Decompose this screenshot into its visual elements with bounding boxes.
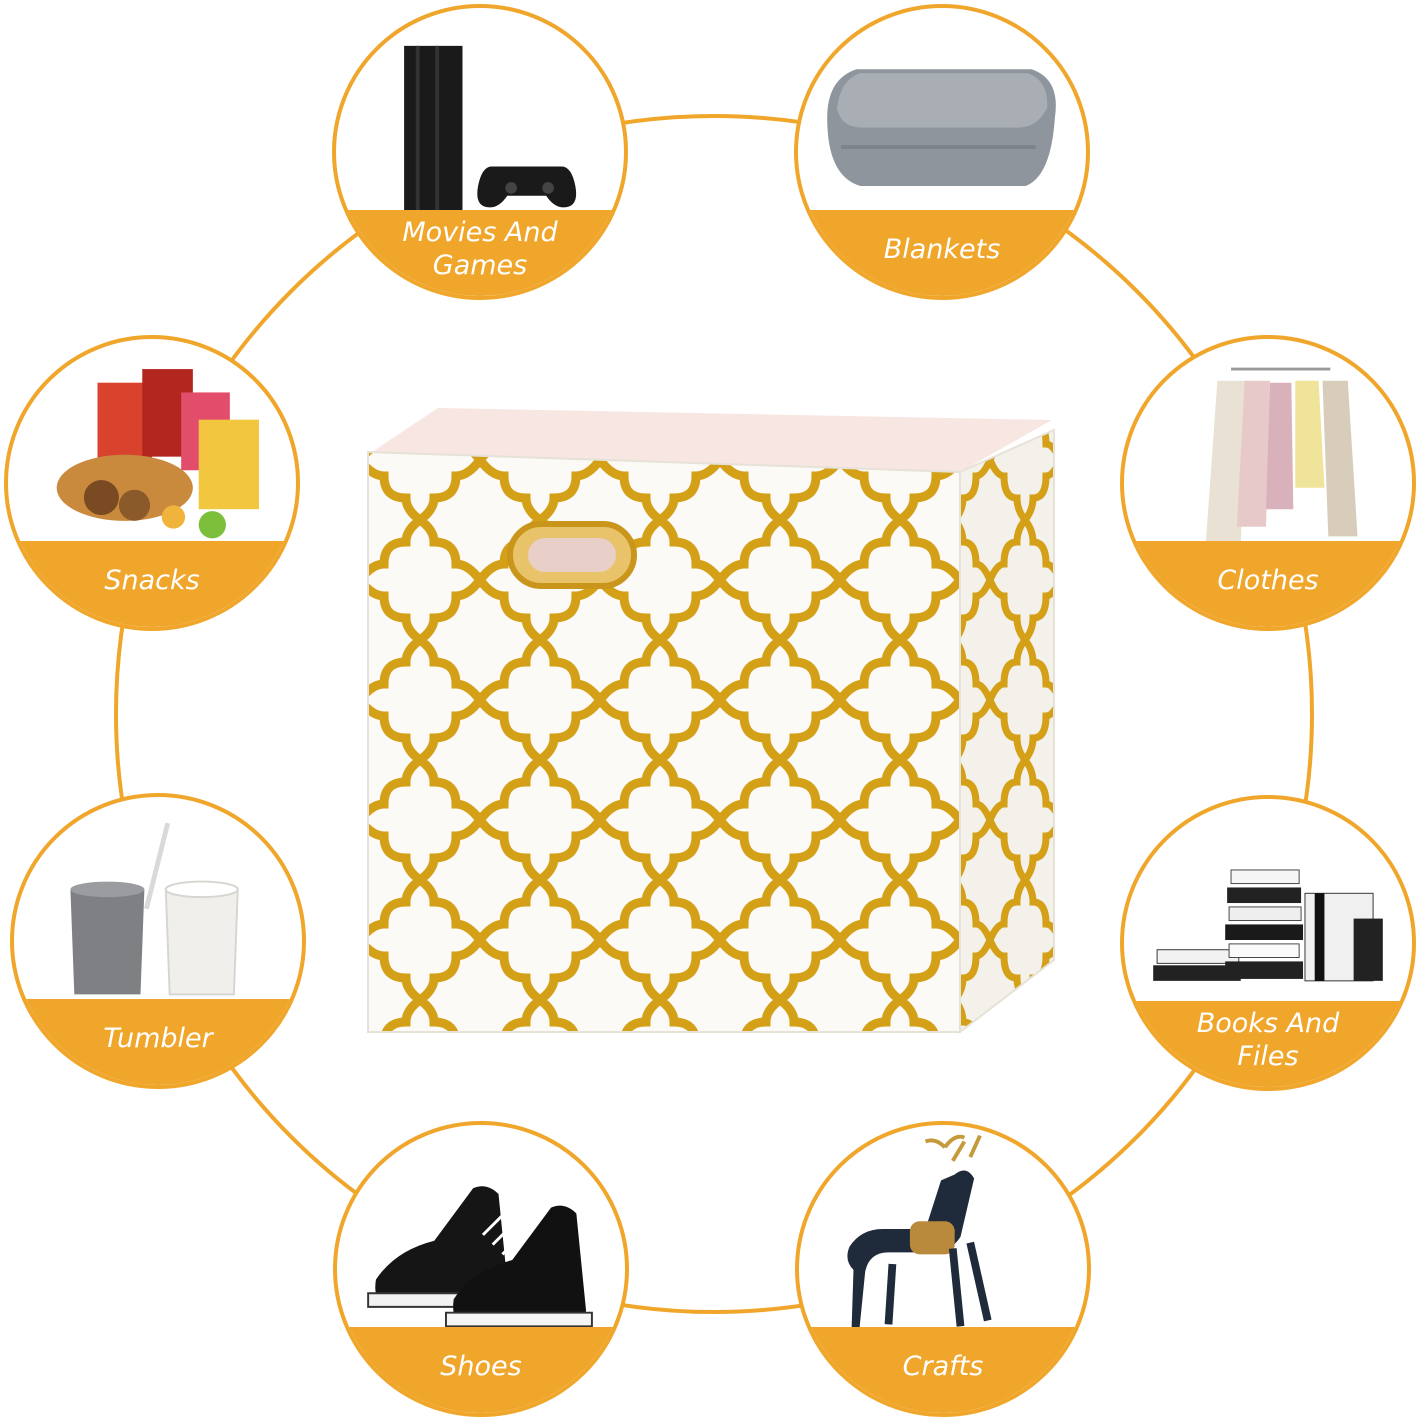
tumbler-cups-icon bbox=[70, 822, 239, 996]
use-label: Tumbler bbox=[103, 1022, 213, 1054]
use-label-band: Tumbler bbox=[14, 999, 302, 1085]
storage-cube-image bbox=[367, 408, 1055, 1035]
use-card-shoes: Shoes bbox=[333, 1121, 629, 1417]
use-label-band: Clothes bbox=[1124, 541, 1412, 627]
use-label: Blankets bbox=[883, 233, 1001, 265]
blanket-icon bbox=[827, 69, 1056, 186]
use-label-band: Movies And Games bbox=[336, 210, 624, 296]
use-label: Shoes bbox=[440, 1350, 522, 1382]
use-label: Snacks bbox=[104, 564, 200, 596]
use-label-band: Crafts bbox=[799, 1327, 1087, 1413]
snacks-icon bbox=[56, 369, 260, 539]
use-card-books-files: Books And Files bbox=[1120, 795, 1416, 1091]
use-card-movies-games: Movies And Games bbox=[332, 4, 628, 300]
use-card-crafts: Crafts bbox=[795, 1121, 1091, 1417]
use-card-tumbler: Tumbler bbox=[10, 793, 306, 1089]
use-card-snacks: Snacks bbox=[4, 335, 300, 631]
deer-figurine-icon bbox=[847, 1134, 992, 1331]
books-icon bbox=[1153, 869, 1383, 982]
use-label-band: Books And Files bbox=[1124, 1001, 1412, 1087]
game-console-icon bbox=[404, 45, 577, 214]
use-card-blankets: Blankets bbox=[794, 4, 1090, 300]
use-label: Movies And Games bbox=[402, 217, 558, 281]
use-label-band: Snacks bbox=[8, 541, 296, 627]
use-card-clothes: Clothes bbox=[1120, 335, 1416, 631]
use-label-band: Shoes bbox=[337, 1327, 625, 1413]
clothes-rack-icon bbox=[1205, 367, 1358, 545]
use-label-band: Blankets bbox=[798, 210, 1086, 296]
use-label: Clothes bbox=[1217, 564, 1319, 596]
use-label: Crafts bbox=[902, 1350, 984, 1382]
use-label: Books And Files bbox=[1196, 1008, 1340, 1072]
sneakers-icon bbox=[367, 1186, 593, 1328]
